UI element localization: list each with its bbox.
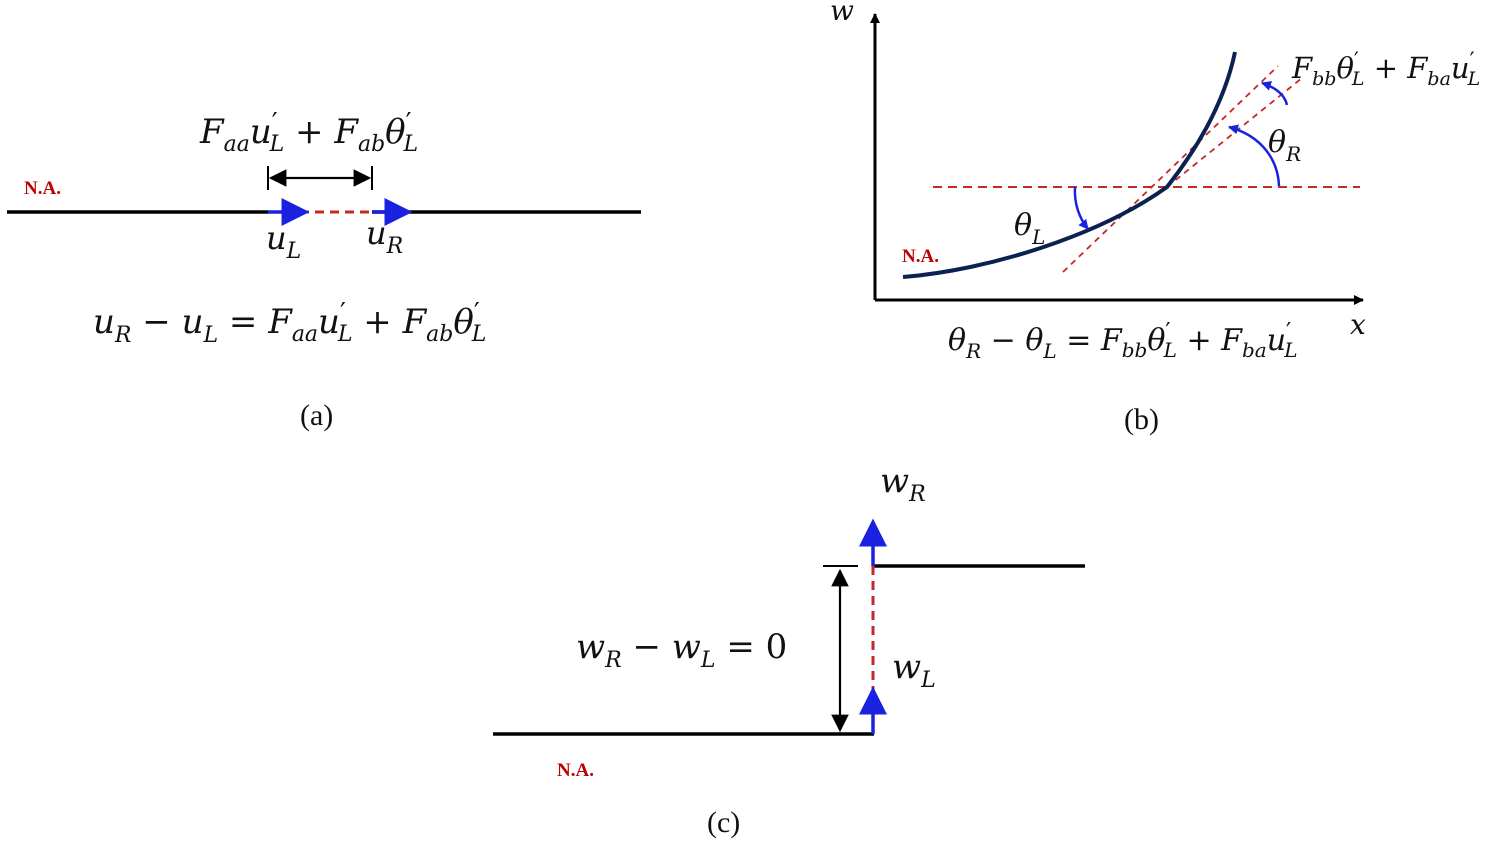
neutral-axis-label-a: N.A.	[24, 178, 61, 199]
tangent-right-b	[1166, 77, 1303, 188]
equation-c: wR − wL = 0	[576, 627, 787, 673]
neutral-axis-label-b: N.A.	[902, 246, 939, 267]
equation-b: θR − θL = Fbbθ′L + Fbau′L	[948, 319, 1298, 363]
theta-left-label: θL	[1014, 208, 1045, 249]
theta-right-arc	[1228, 124, 1281, 187]
disp-label-left-c: wL	[892, 647, 936, 693]
disp-label-right-c: wR	[880, 461, 926, 507]
y-axis-label-b: w	[830, 0, 854, 27]
theta-left-arc	[1073, 186, 1089, 230]
x-axis-label-b: x	[1350, 308, 1366, 341]
theta-right-label: θR	[1268, 125, 1301, 166]
beam-curve-b	[902, 51, 1237, 279]
neutral-axis-label-c: N.A.	[557, 760, 594, 781]
panel-b: w x N.A. θL θR Fbbθ′L + Fbau′L θR − θL =…	[830, 0, 1480, 436]
panel-a: N.A. Faau′L + Fabθ′L uL uR uR − uL = Faa…	[7, 108, 641, 432]
disp-label-right-a: uR	[366, 214, 403, 259]
caption-b: (b)	[1124, 403, 1159, 436]
caption-c: (c)	[707, 806, 740, 839]
tangent-left-b	[1062, 65, 1279, 273]
equation-a: uR − uL = Faau′L + Fabθ′L	[93, 298, 486, 348]
panel-c: wR wL wR − wL = 0 N.A. (c)	[493, 461, 1085, 839]
disp-label-left-a: uL	[266, 219, 301, 264]
caption-a: (a)	[300, 399, 333, 432]
jump-angle-arc	[1261, 81, 1289, 106]
gap-label-a: Faau′L + Fabθ′L	[199, 108, 418, 157]
jump-label-b: Fbbθ′L + Fbau′L	[1291, 49, 1480, 90]
